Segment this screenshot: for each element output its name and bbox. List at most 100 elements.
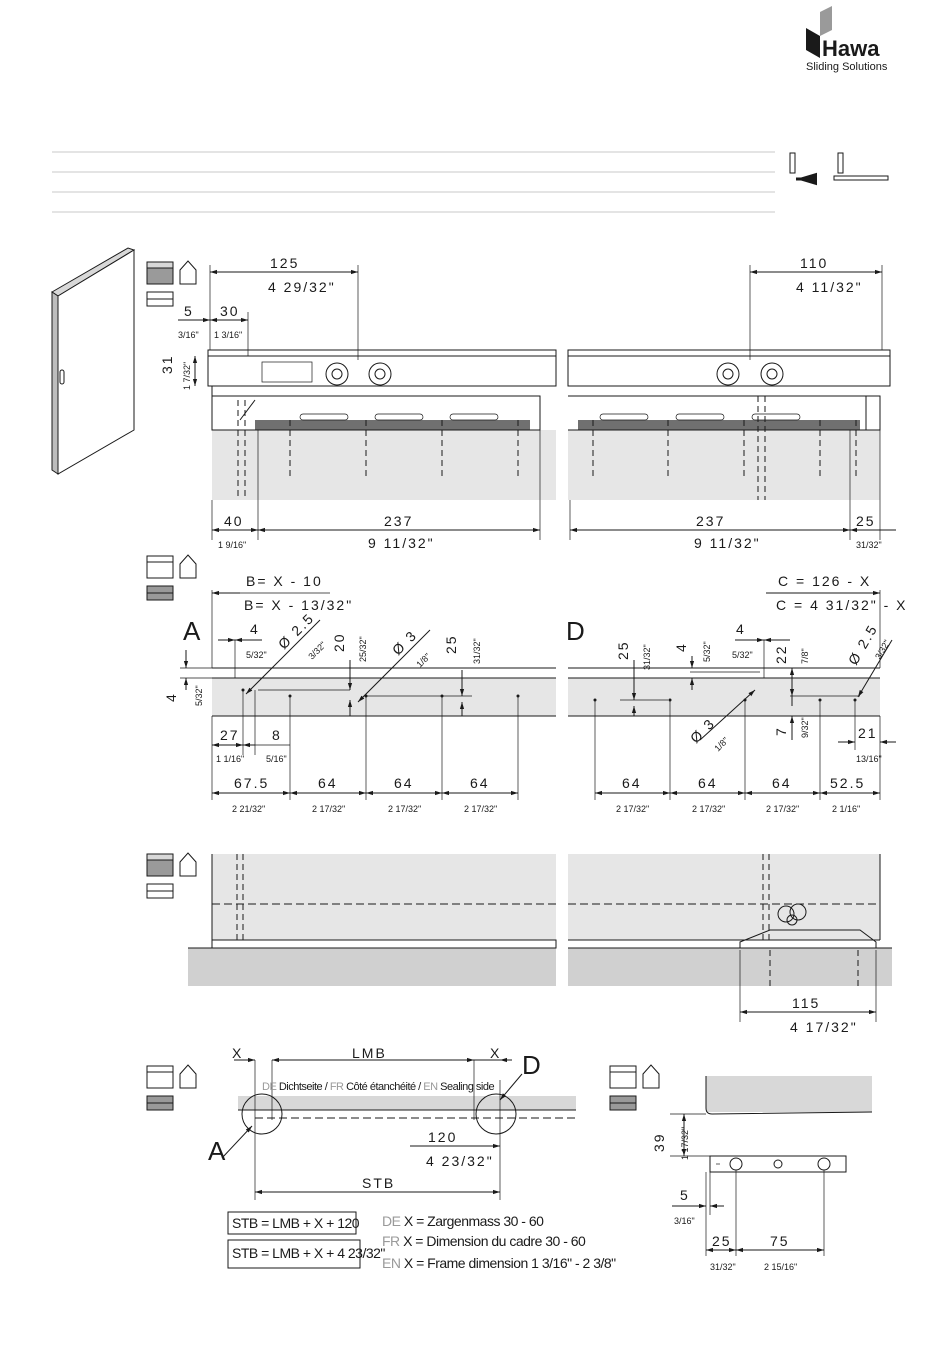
dim-64-a-right-in: 2 17/32" — [616, 804, 649, 814]
dim-40-in: 1 9/16" — [218, 540, 246, 550]
dim-237-right-in: 9 11/32" — [694, 535, 761, 551]
dim-c2: C = 4 31/32" - X — [776, 597, 908, 613]
svg-text:DE X = Zargenmass 30 - 6: DE X = Zargenmass 30 - 60 — [382, 1213, 544, 1229]
house-icon — [179, 852, 197, 877]
dim-4-in: 5/32" — [246, 650, 267, 660]
dim-22: 22 — [773, 644, 789, 664]
dim-20: 20 — [331, 632, 347, 652]
seal-fr: Côté étanchéité / — [346, 1081, 422, 1093]
plan-stb: STB — [362, 1175, 395, 1191]
dim-64-a: 64 — [318, 775, 338, 791]
dim-237-left: 237 — [384, 513, 413, 529]
section-2-left-plan: A — [183, 616, 556, 717]
formula-metric: STB = LMB + X + 120 — [232, 1215, 360, 1231]
section-5-detail-view: 39 1 17/32" 5 3/16" 25 31/32" 75 2 15/16… — [651, 1076, 873, 1272]
dim-5: 5 — [184, 303, 194, 319]
svg-text:EN X = Frame dimension 1: EN X = Frame dimension 1 3/16" - 2 3/8" — [382, 1255, 616, 1271]
dim-30: 30 — [220, 303, 240, 319]
house-icon — [179, 1064, 197, 1089]
dim-dia-2-5-right-in: 3/32" — [873, 638, 892, 661]
dim-4: 4 — [250, 621, 260, 637]
seal-fr-code: FR — [330, 1081, 344, 1093]
dim-21-in: 13/16" — [856, 754, 882, 764]
svg-text:DE Dichtseite / FR: DE Dichtseite / FR Côté étanchéité / EN … — [262, 1081, 494, 1093]
dim-237-left-in: 9 11/32" — [368, 535, 435, 551]
section-3-left-view — [188, 854, 557, 986]
dim-8: 8 — [272, 727, 282, 743]
note-fr: X = Dimension du cadre 30 - 60 — [403, 1233, 586, 1249]
section-3-right-view — [568, 854, 892, 986]
section-4-plan-view: X LMB X DE Dichtseite / FR Côté étanchéi… — [208, 1045, 576, 1200]
dim-237-right: 237 — [696, 513, 725, 529]
dim-25-right-plan-in: 31/32" — [642, 644, 652, 670]
plan-x2: X — [490, 1045, 501, 1061]
brand-tagline: Sliding Solutions — [806, 61, 888, 73]
view-icon-group-5 — [609, 1064, 660, 1111]
dim-dia-2-5: Ø 2.5 — [275, 610, 318, 653]
dim-b2: B= X - 13/32" — [244, 597, 353, 613]
dim-67-5: 67.5 — [234, 775, 269, 791]
brand-name: Hawa — [822, 36, 880, 61]
frame-dimension-notes: DE X = Zargenmass 30 - 60 FR X = Dimensi… — [382, 1213, 617, 1271]
dim-21: 21 — [858, 725, 878, 741]
dim-4-right-in: 5/32" — [732, 650, 753, 660]
dim-64-c-right: 64 — [772, 775, 792, 791]
plan-label-d: D — [522, 1050, 541, 1080]
view-icon-group-3 — [146, 852, 197, 899]
dim-27-in: 1 1/16" — [216, 754, 244, 764]
plan-label-a: A — [208, 1136, 226, 1166]
dim-dia-3: Ø 3 — [389, 627, 421, 659]
dim-4-right: 4 — [736, 621, 746, 637]
dim-dia-3-in: 1/8" — [414, 651, 432, 669]
dim-7: 7 — [773, 726, 789, 736]
dim-64-c: 64 — [470, 775, 490, 791]
section-1-dimensions: 125 4 29/32" 5 3/16" 30 1 3/16" 31 1 7/3… — [159, 255, 896, 551]
dim-v4: 4 — [163, 692, 179, 702]
dim-75: 75 — [770, 1233, 790, 1249]
dim-67-5-in: 2 21/32" — [232, 804, 265, 814]
seal-de: Dichtseite / — [279, 1081, 329, 1093]
dim-5-detail: 5 — [680, 1187, 690, 1203]
detail-label-a: A — [183, 616, 201, 646]
dim-5-in: 3/16" — [178, 330, 199, 340]
dim-c1: C = 126 - X — [778, 573, 871, 589]
note-de: X = Zargenmass 30 - 60 — [404, 1213, 544, 1229]
door-illustration — [51, 247, 136, 475]
dim-125-in: 4 29/32" — [268, 279, 336, 295]
dim-7-in: 9/32" — [800, 717, 810, 738]
view-icon-group-4 — [146, 1064, 197, 1111]
dim-5-detail-in: 3/16" — [674, 1216, 695, 1226]
section-1-left-view — [207, 349, 557, 500]
section-2-right-plan: D — [566, 616, 880, 717]
dim-125: 125 — [270, 255, 299, 271]
dim-110: 110 — [800, 255, 828, 271]
dim-22-in: 7/8" — [800, 648, 810, 664]
dim-64-c-right-in: 2 17/32" — [766, 804, 799, 814]
section-1-right-view — [567, 349, 891, 500]
dim-v4-right-in: 5/32" — [702, 641, 712, 662]
dim-52-5-in: 2 1/16" — [832, 804, 860, 814]
house-icon — [179, 260, 197, 285]
note-de-code: DE — [382, 1213, 401, 1229]
dim-31-in: 1 7/32" — [182, 362, 192, 390]
dim-120: 120 — [428, 1129, 457, 1145]
plan-x1: X — [232, 1045, 243, 1061]
dim-31: 31 — [159, 354, 175, 374]
dim-52-5: 52.5 — [830, 775, 865, 791]
dim-120-in: 4 23/32" — [426, 1153, 494, 1169]
formula-box-metric: STB = LMB + X + 120 — [227, 1211, 360, 1235]
dim-64-b-right-in: 2 17/32" — [692, 804, 725, 814]
dim-27: 27 — [220, 727, 240, 743]
dim-25-detail: 25 — [712, 1233, 732, 1249]
dim-64-b-in: 2 17/32" — [388, 804, 421, 814]
header-rules — [52, 151, 775, 213]
note-en-code: EN — [382, 1255, 400, 1271]
dim-64-a-in: 2 17/32" — [312, 804, 345, 814]
dim-25-detail-in: 31/32" — [710, 1262, 736, 1272]
dim-64-a-right: 64 — [622, 775, 642, 791]
note-fr-code: FR — [382, 1233, 400, 1249]
detail-label-d: D — [566, 616, 585, 646]
svg-text:FR X = Dimension du cadr: FR X = Dimension du cadre 30 - 60 — [382, 1233, 586, 1249]
dim-25-right: 25 — [856, 513, 876, 529]
